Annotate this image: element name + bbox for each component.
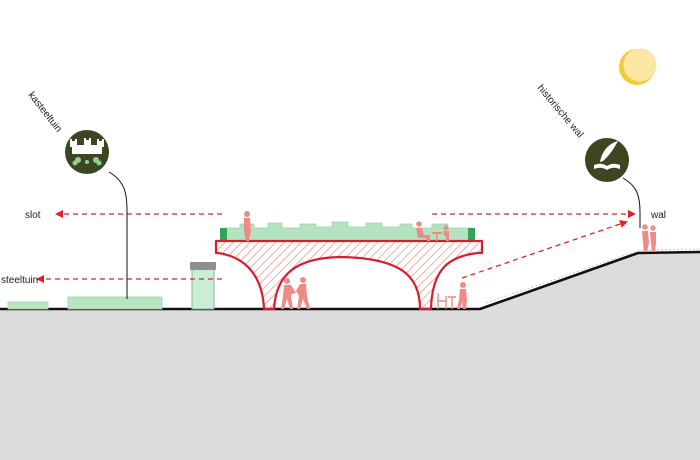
deck-planting-edge: [468, 228, 475, 241]
bridge-structure: [214, 239, 484, 311]
label-historische-wal: historische wal: [535, 83, 586, 140]
book-quill-icon: [585, 138, 629, 182]
person-standing: [457, 282, 467, 309]
person-figure: [244, 211, 251, 241]
deck-planting-edge: [220, 228, 227, 241]
sun-icon: [619, 48, 657, 85]
ground-profile-line: [0, 250, 700, 311]
leader-line-historische-wal: [622, 177, 641, 228]
leader-line-kasteeltuin: [108, 171, 128, 299]
label-steeltuin: steeltuin: [1, 275, 38, 286]
waste-bin-lid: [190, 262, 216, 270]
castle-icon: [65, 130, 109, 174]
label-slot: slot: [25, 210, 41, 221]
waste-bin: [191, 267, 215, 310]
ground: [0, 252, 700, 460]
terrace-seating: [437, 293, 456, 309]
view-arrow-embankment: [461, 220, 628, 279]
garden-planter: [67, 296, 163, 310]
label-wal: wal: [650, 210, 666, 221]
garden-planter: [7, 301, 49, 310]
deck-planting: [223, 221, 473, 242]
people-on-wall: [642, 224, 656, 252]
label-kasteeltuin: kasteeltuin: [26, 90, 64, 134]
people-walking: [281, 277, 310, 309]
seated-people: [416, 221, 449, 241]
